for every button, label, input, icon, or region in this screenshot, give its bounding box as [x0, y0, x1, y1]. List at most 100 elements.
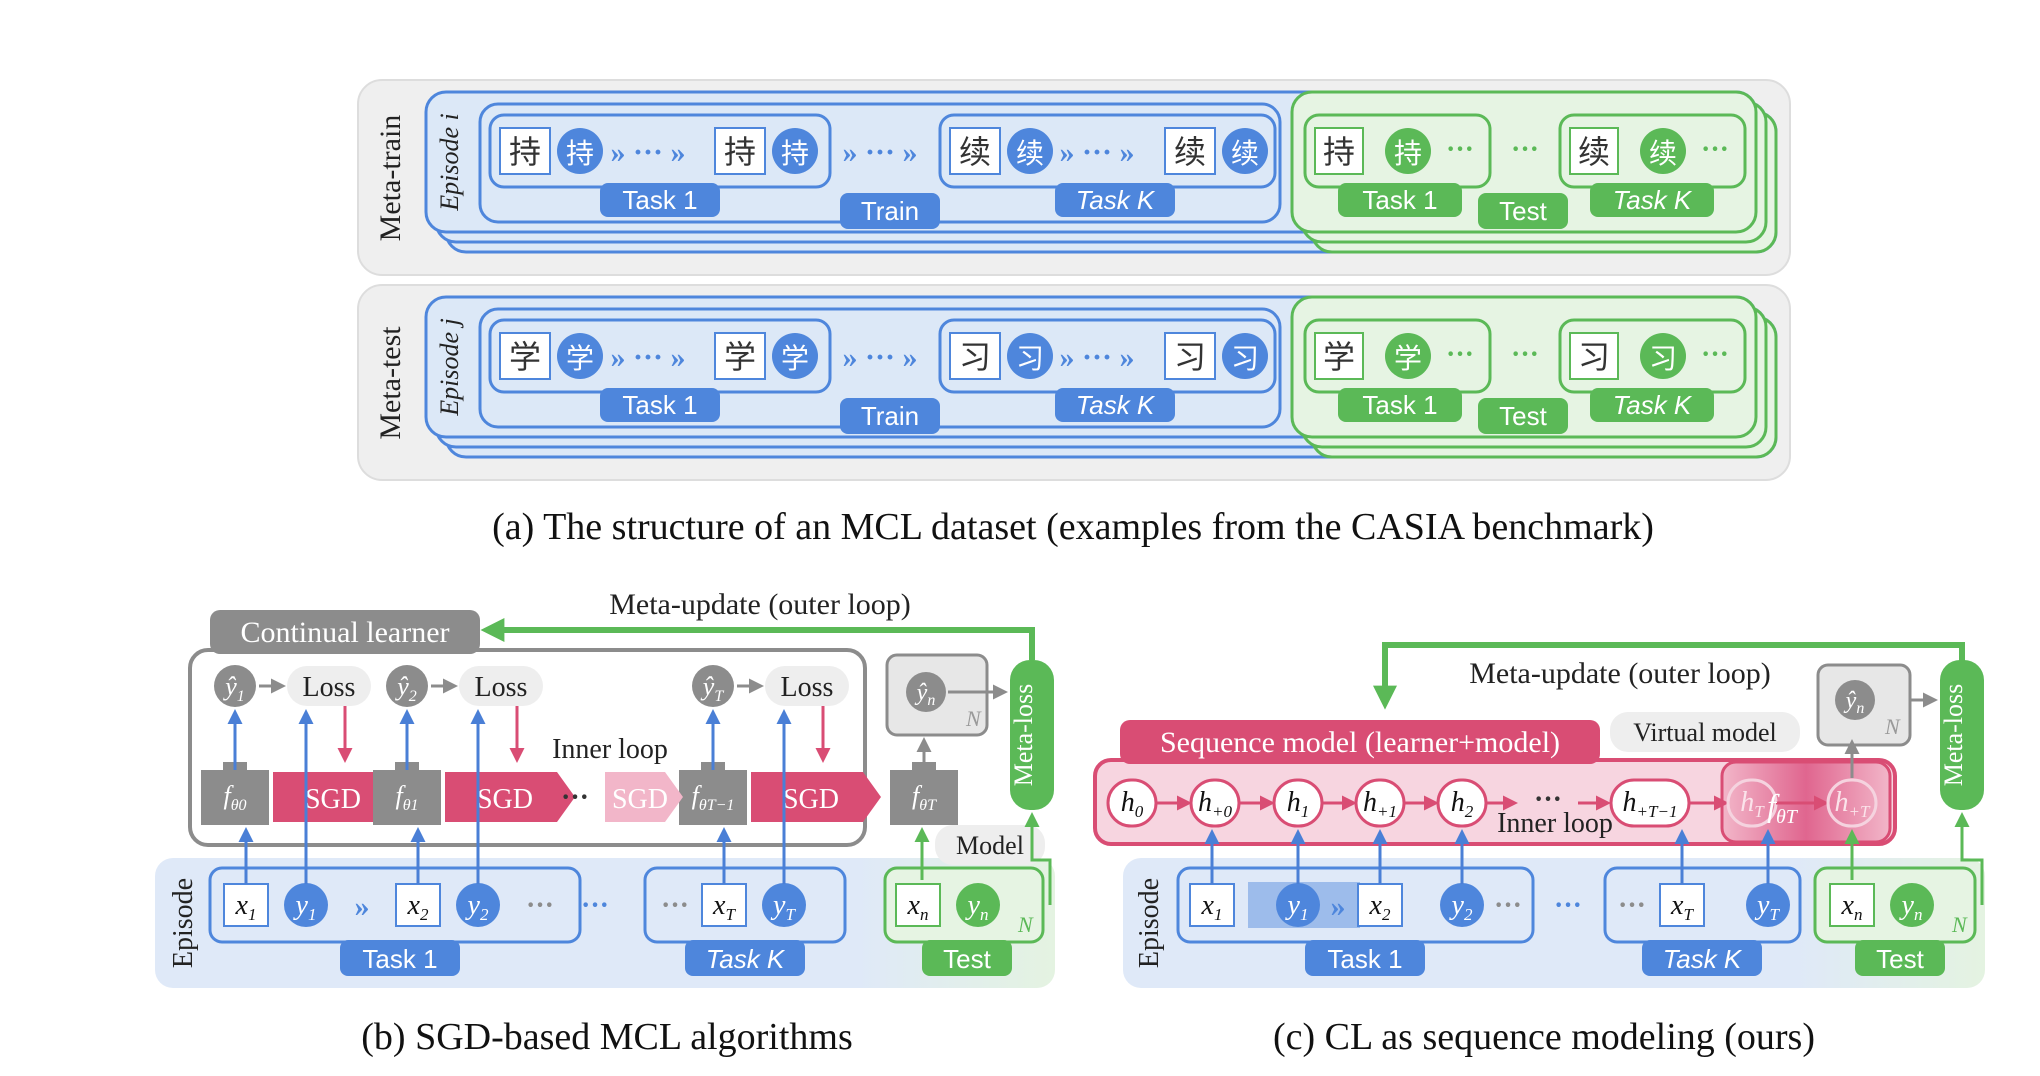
svg-text:···: ···	[581, 890, 609, 921]
svg-text:习: 习	[1578, 339, 1610, 375]
svg-text:»: »	[1331, 890, 1346, 923]
caption-b: (b) SGD-based MCL algorithms	[361, 1016, 853, 1058]
svg-text:Loss: Loss	[475, 672, 528, 703]
svg-text:持: 持	[1323, 134, 1355, 170]
svg-text:Test: Test	[1876, 944, 1924, 974]
episode-j-label: Episode j	[435, 318, 464, 417]
svg-text:»: »	[355, 890, 370, 923]
svg-text:SGD: SGD	[477, 784, 533, 815]
svg-text:ŷT: ŷT	[700, 672, 725, 705]
svg-text:Task 1: Task 1	[1362, 185, 1437, 215]
svg-text:续: 续	[1174, 134, 1206, 170]
svg-text:···: ···	[1446, 134, 1474, 165]
svg-text:Task K: Task K	[1076, 185, 1156, 215]
meta-train-label: Meta-train	[374, 115, 407, 242]
episode-token: xn	[895, 883, 941, 927]
svg-text:SGD: SGD	[612, 784, 668, 815]
episode-i-label: Episode i	[435, 113, 464, 212]
svg-text:» ··· »: » ··· »	[610, 341, 685, 374]
svg-text:学: 学	[1394, 343, 1422, 375]
svg-text:续: 续	[1578, 134, 1610, 170]
svg-text:···: ···	[1701, 339, 1729, 370]
episode-token: yT	[762, 883, 806, 927]
hidden-state: h1	[1272, 778, 1357, 828]
hidden-state: h+T−1	[1609, 778, 1729, 828]
episode-b-label: Episode	[168, 878, 199, 968]
svg-text:Train: Train	[861, 401, 919, 431]
svg-text:Task 1: Task 1	[1362, 390, 1437, 420]
svg-text:习: 习	[1649, 344, 1677, 375]
inner-loop-c: Inner loop	[1497, 808, 1613, 839]
svg-text:···: ···	[1554, 890, 1582, 921]
svg-text:···: ···	[661, 890, 689, 921]
hidden-state: hT	[1726, 778, 1829, 828]
svg-text:学: 学	[509, 339, 541, 375]
svg-text:持: 持	[724, 134, 756, 170]
episode-token: x2	[395, 883, 441, 927]
svg-text:持: 持	[509, 134, 541, 170]
svg-text:Test: Test	[943, 944, 991, 974]
svg-text:···: ···	[561, 782, 589, 813]
svg-text:» ··· »: » ··· »	[842, 341, 917, 374]
svg-text:持: 持	[781, 138, 809, 170]
svg-text:» ··· »: » ··· »	[610, 136, 685, 169]
svg-text:Test: Test	[1499, 401, 1547, 431]
svg-text:续: 续	[1016, 138, 1044, 170]
model-b	[935, 825, 1045, 865]
continual-learner-label: Continual learner	[240, 616, 449, 649]
meta-loss-c	[1940, 660, 1984, 810]
svg-text:» ··· »: » ··· »	[842, 136, 917, 169]
episode-token: y2	[1440, 829, 1484, 927]
episode-token: xn	[1829, 883, 1875, 927]
episode-token: xT	[701, 883, 747, 927]
inner-loop-b: Inner loop	[552, 734, 668, 765]
svg-text:学: 学	[781, 343, 809, 375]
sequence-model-label: Sequence model (learner+model)	[1160, 726, 1560, 759]
svg-text:学: 学	[566, 343, 594, 375]
episode-token: yn	[1890, 883, 1934, 927]
hidden-state: h2	[1436, 778, 1488, 828]
svg-text:习: 习	[1174, 339, 1206, 375]
svg-text:持: 持	[566, 138, 594, 170]
svg-text:» ··· »: » ··· »	[1059, 341, 1134, 374]
svg-text:N: N	[1951, 912, 1968, 937]
svg-text:学: 学	[1323, 339, 1355, 375]
svg-text:Task 1: Task 1	[362, 944, 437, 974]
meta-update-c: Meta-update (outer loop)	[1469, 657, 1771, 690]
svg-text:习: 习	[1016, 344, 1044, 375]
episode-c-label: Episode	[1134, 878, 1165, 968]
svg-text:Loss: Loss	[781, 672, 834, 703]
svg-text:习: 习	[959, 339, 991, 375]
meta-test-label: Meta-test	[374, 326, 407, 440]
meta-train-row: Meta-train Episode i 持 持 » ··· » 持 持 Tas…	[357, 79, 1791, 276]
caption-a: (a) The structure of an MCL dataset (exa…	[492, 506, 1654, 548]
svg-text:Test: Test	[1499, 196, 1547, 226]
svg-text:···: ···	[1618, 890, 1646, 921]
episode-token: yn	[956, 883, 1000, 927]
virtual-model-label: Virtual model	[1633, 718, 1777, 747]
svg-text:续: 续	[1649, 138, 1677, 170]
svg-text:Task 1: Task 1	[622, 390, 697, 420]
svg-text:Task K: Task K	[1076, 390, 1156, 420]
caption-c: (c) CL as sequence modeling (ours)	[1272, 1016, 1816, 1058]
svg-text:Task K: Task K	[706, 944, 786, 974]
meta-test-row: Meta-test Episode j 学 学 » ··· » 学 学 Task…	[357, 284, 1791, 481]
hidden-state: h+1	[1354, 778, 1439, 828]
svg-text:Meta-loss: Meta-loss	[1009, 684, 1038, 787]
svg-text:持: 持	[1394, 138, 1422, 170]
episode-token: xT	[1659, 829, 1705, 927]
svg-text:习: 习	[1231, 344, 1259, 375]
svg-text:» ··· »: » ··· »	[1059, 136, 1134, 169]
svg-text:hT: hT	[1740, 787, 1765, 821]
svg-text:···: ···	[1534, 784, 1562, 815]
meta-loss-b	[1010, 660, 1054, 810]
svg-text:续: 续	[959, 134, 991, 170]
svg-text:N: N	[965, 706, 982, 731]
svg-text:Model: Model	[956, 831, 1024, 860]
svg-text:···: ···	[1494, 890, 1522, 921]
hidden-state: h+0	[1189, 778, 1275, 828]
hidden-state: h0	[1106, 778, 1192, 828]
svg-text:Train: Train	[861, 196, 919, 226]
svg-text:续: 续	[1231, 138, 1259, 170]
meta-update-b: Meta-update (outer loop)	[609, 588, 911, 621]
